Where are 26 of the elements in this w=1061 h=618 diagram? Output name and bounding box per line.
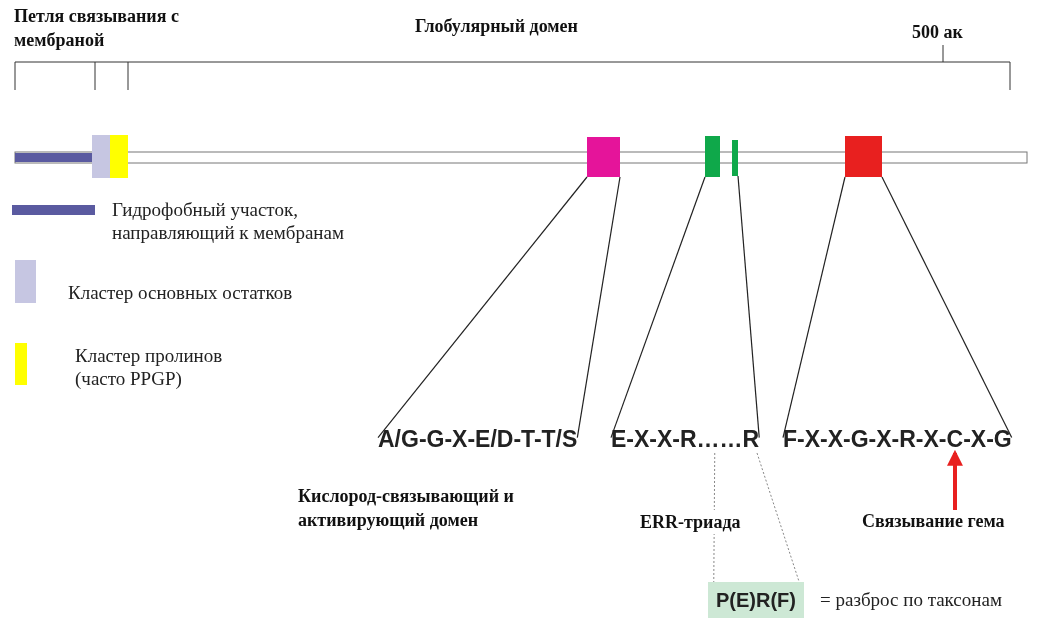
sequence-motif: A/G-G-X-E/D-T-T/S (378, 425, 578, 453)
domain-segment (587, 137, 620, 177)
connector-line (881, 176, 1013, 439)
dotted-connector (713, 452, 716, 583)
domain-segment (705, 136, 720, 177)
sequence-motif: E-X-X-R……R (611, 425, 760, 453)
legend-text: Гидрофобный участок, направляющий к мембранам (112, 198, 345, 244)
note-text: = разброс по таксонам (820, 588, 1002, 612)
motif-box: P(E)R(F) (708, 582, 804, 618)
connector-line (610, 176, 706, 439)
arrow (946, 449, 963, 510)
legend-text: Кластер основных остатков (68, 281, 294, 304)
legend-text: Кластер пролинов (часто PPGP) (75, 344, 224, 390)
connector-line (782, 176, 846, 439)
connector-line (576, 176, 621, 439)
domain-segment (732, 140, 738, 176)
connector-line (737, 175, 760, 439)
heading-label: Кислород-связывающий и активирующий домен (298, 485, 515, 532)
heading-label: Глобулярный домен (415, 15, 579, 38)
connector-line (377, 176, 588, 439)
annotation-label: Связывание гема (862, 510, 1005, 532)
heading-label: Петля связывания с мембраной (14, 5, 180, 52)
heading-label: 500 ак (912, 21, 964, 44)
dotted-connector (756, 452, 800, 583)
sequence-motif: F-X-X-G-X-R-X-C-X-G (783, 425, 1012, 453)
domain-segment (845, 136, 882, 177)
